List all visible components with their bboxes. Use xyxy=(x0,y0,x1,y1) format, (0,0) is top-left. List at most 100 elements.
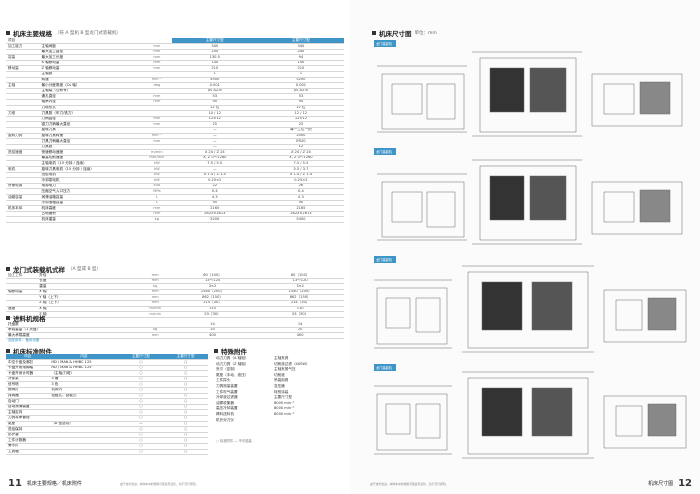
table-cell-a: JIS A2-6 xyxy=(171,88,258,95)
table-cell-spec xyxy=(49,449,119,456)
table-cell-unit: mm xyxy=(141,278,169,285)
table-cell-a: — xyxy=(171,166,258,173)
opt-item: 变压器 xyxy=(274,383,285,388)
table-cell-item: 卡盘开闭用脚踏 xyxy=(6,365,50,372)
table-cell-grp xyxy=(6,121,40,128)
table-cell-grp: 主轴 xyxy=(6,82,40,89)
table-cell-unit: mm xyxy=(142,116,172,123)
table-cell-a: 12×12 xyxy=(171,116,258,123)
table-cell-item: 冷却泵 xyxy=(6,376,50,383)
feed-section-title: 进料机规格 xyxy=(6,313,46,323)
table-cell-unit: kVA xyxy=(142,183,172,190)
table-cell-unit: mm xyxy=(142,93,172,100)
table-cell-spec xyxy=(49,432,119,439)
table-cell-unit: mm xyxy=(141,289,169,296)
table-cell-item: 照明灯 xyxy=(6,387,50,394)
table-cell-grp xyxy=(6,144,40,151)
table-cell-a: ○ xyxy=(118,376,164,383)
table-cell-item: 卡盘开闭计时器 xyxy=(6,370,50,377)
table-cell-unit: mm xyxy=(141,332,169,339)
table-cell-item: 润滑油箱容量 xyxy=(39,194,143,201)
drawing-tag-4: 龙门装载机 xyxy=(374,364,396,371)
table-cell-unit: kg xyxy=(141,283,169,290)
table-cell-unit: kg xyxy=(141,327,169,334)
opt-item: 刀具测量装置 xyxy=(216,383,238,388)
table-cell-b: 5200 xyxy=(257,77,344,84)
table-cell-grp xyxy=(6,127,40,134)
table-cell-b: 340 xyxy=(257,43,344,50)
table-cell-a: 7.5 / 5.5 xyxy=(171,160,258,168)
section-bullet-icon xyxy=(6,31,10,35)
table-cell-grp xyxy=(6,116,40,123)
table-cell-a: 90 xyxy=(171,99,258,106)
spec-header-group-a: 主要尺寸型 xyxy=(171,38,258,44)
table-cell-a: 53 xyxy=(171,93,258,100)
table-cell-b: ○ xyxy=(163,387,208,394)
table-cell-b: 13～120 xyxy=(256,278,344,285)
dimension-drawing-3 xyxy=(374,265,687,353)
table-cell-unit: mm xyxy=(141,294,169,301)
table-cell-spec: （A 型选项） xyxy=(49,421,119,428)
table-cell-spec xyxy=(49,398,119,405)
table-cell-a: 862（150） xyxy=(168,294,257,301)
table-row: 卡盘开闭计时器（主轴/刀塔）○○ xyxy=(6,370,208,377)
table-cell-item: X 轴移动量 xyxy=(39,60,143,67)
table-cell-item: 排屑器 xyxy=(6,393,50,400)
table-cell-unit xyxy=(142,127,172,134)
table-cell-b: 3×2 xyxy=(256,283,344,290)
section-bullet-icon xyxy=(6,316,10,320)
dimension-drawing-4 xyxy=(374,371,687,459)
table-cell-a: — xyxy=(171,138,258,145)
table-cell-unit: L xyxy=(142,194,172,201)
table-cell-item: X 轴 xyxy=(37,289,142,296)
table-row: 照明灯机床内○○ xyxy=(6,387,208,394)
table-row: 旋转刀具—每一工位一把 xyxy=(6,127,344,134)
opt-list-b: 主轴夹具切削液过滤（400W）主轴夹紧气压切削液吊装用具变压器特别涂装主要尺寸型… xyxy=(274,356,344,418)
table-cell-item: Z 轴移动量 xyxy=(39,65,143,72)
table-cell-b: ○ xyxy=(163,409,208,416)
table-cell-grp xyxy=(6,311,38,318)
table-cell-grp: 加工能力 xyxy=(6,43,40,50)
table-cell-b: 25 xyxy=(257,121,344,128)
std-section-title: 机床标准附件 xyxy=(6,346,52,356)
table-cell-b: JIS A2-6 xyxy=(257,88,344,95)
table-cell-grp: 加工工件 xyxy=(6,273,38,279)
table-cell-item: 进给保持 xyxy=(6,426,50,433)
table-cell-a: X 24 / Z 24 xyxy=(171,149,258,156)
table-cell-b: 53（30） xyxy=(256,311,344,318)
table-cell-b: 0.001 xyxy=(257,82,344,89)
table-cell-unit: kW xyxy=(142,166,172,173)
spec-section-title: 机床主要规格 （符 A 型机 B 型龙门式装载机） xyxy=(6,28,121,38)
left-disclaimer: 由于技术改进，本样本中的规格可能会有变化，恕不另行通知。 xyxy=(120,482,199,486)
table-cell-unit: kW xyxy=(142,160,172,168)
table-cell-b: X 1.4 / Z 1.4 xyxy=(257,172,344,179)
table-cell-b: ○ xyxy=(163,404,208,411)
spec-header-group-b: 主要尺寸型 xyxy=(257,38,344,44)
table-row: 尾座（A 型选项）—○ xyxy=(6,421,208,428)
opt-section-title: 特殊附件 xyxy=(214,346,247,356)
table-cell-spec xyxy=(49,443,119,450)
table-cell-a: ○ xyxy=(118,365,164,372)
dimension-drawing-2 xyxy=(377,159,683,245)
table-cell-grp xyxy=(6,99,40,106)
table-cell-b: 7.5 / 5.5 xyxy=(257,160,344,168)
